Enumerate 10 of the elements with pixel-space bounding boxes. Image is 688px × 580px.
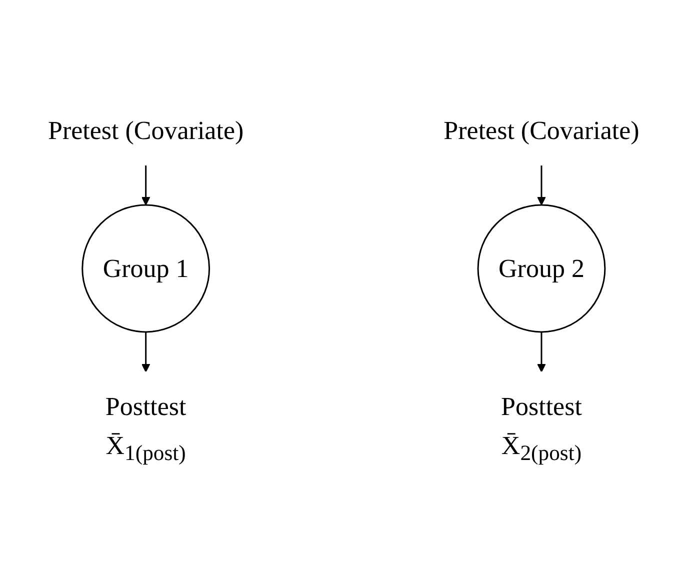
- node-text: Posttest X̄$_{2(post)}$: [501, 392, 582, 465]
- arrow: [537, 164, 546, 206]
- arrow: [537, 332, 546, 372]
- node-text: Posttest X̄$_{1(post)}$: [106, 392, 187, 465]
- node-circle: Group 2: [478, 204, 606, 332]
- node-circle: Group 1: [82, 204, 210, 332]
- arrow: [142, 164, 151, 206]
- node-text: Pretest (Covariate): [48, 116, 244, 145]
- arrow: [142, 332, 151, 372]
- node-text: Pretest (Covariate): [444, 116, 640, 145]
